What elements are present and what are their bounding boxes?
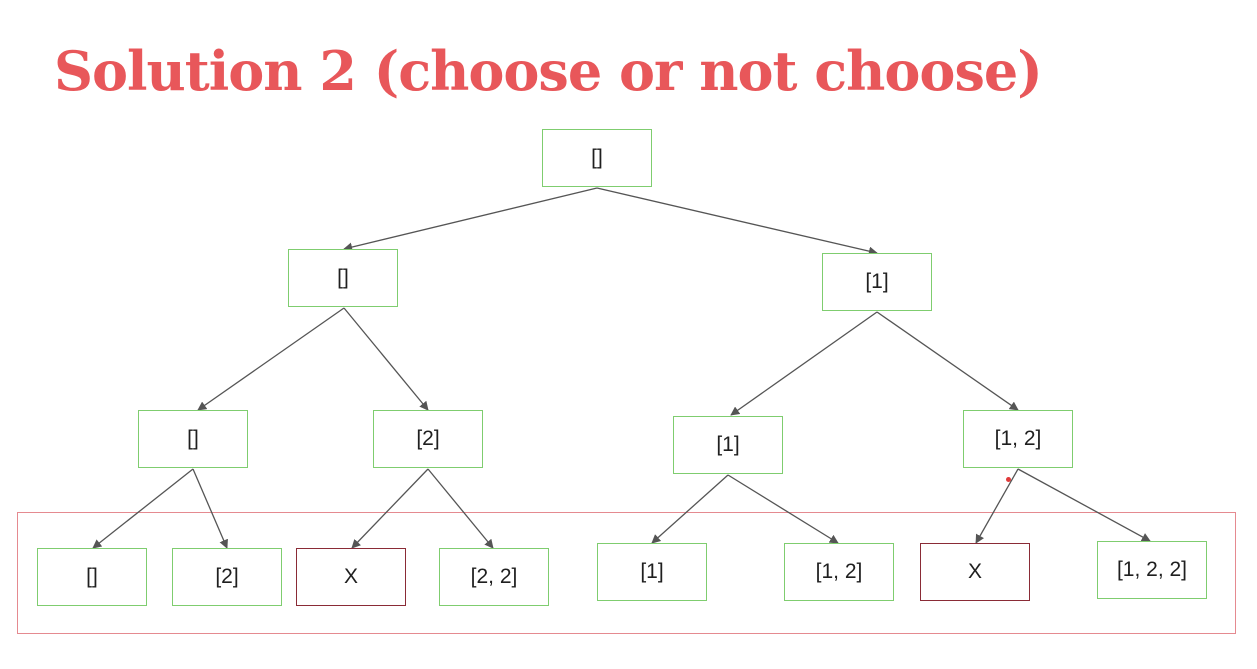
page-title: Solution 2 (choose or not choose) xyxy=(54,39,1043,103)
edge-l1-left-l2-a xyxy=(197,307,345,411)
leaf-level-highlight-frame xyxy=(17,512,1236,634)
edge-root-l1-left xyxy=(343,187,598,252)
tree-leaf-1: [] xyxy=(37,548,147,606)
tree-leaf-2: [2] xyxy=(172,548,282,606)
tree-node-l2-a: [] xyxy=(138,410,248,468)
tree-node-l1-left: [] xyxy=(288,249,398,307)
tree-leaf-6: [1, 2] xyxy=(784,543,894,601)
tree-leaf-4: [2, 2] xyxy=(439,548,549,606)
tree-node-root: [] xyxy=(542,129,652,187)
tree-leaf-5: [1] xyxy=(597,543,707,601)
tree-node-l1-right: [1] xyxy=(822,253,932,311)
edge-l1-right-l2-c xyxy=(730,311,878,416)
tree-node-l2-c: [1] xyxy=(673,416,783,474)
edge-root-l1-right xyxy=(596,187,878,256)
tree-leaf-8: [1, 2, 2] xyxy=(1097,541,1207,599)
tree-leaf-3-pruned: X xyxy=(296,548,406,606)
tree-node-l2-b: [2] xyxy=(373,410,483,468)
edge-l1-right-l2-d xyxy=(876,311,1019,411)
edge-l1-left-l2-b xyxy=(343,307,429,411)
tree-node-l2-d: [1, 2] xyxy=(963,410,1073,468)
tree-leaf-7-pruned: X xyxy=(920,543,1030,601)
red-dot-marker xyxy=(1006,477,1011,482)
